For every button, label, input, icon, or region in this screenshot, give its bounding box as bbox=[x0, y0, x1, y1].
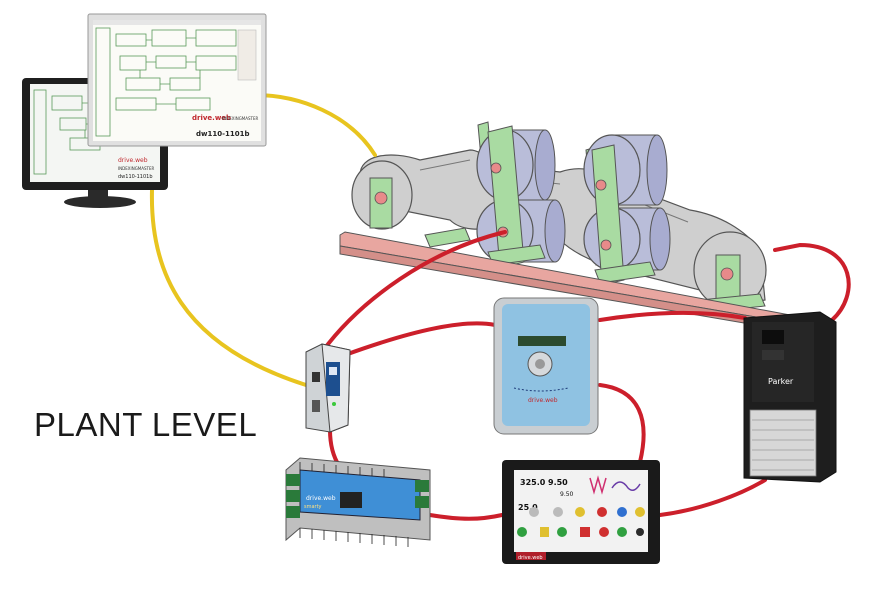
vfd-brand: Parker bbox=[768, 377, 794, 386]
link-controller-to-hmi bbox=[598, 383, 646, 464]
workstation-monitor-front: drive.web INDEXINGMASTER dw110-1101b bbox=[87, 13, 267, 147]
link-hmi-to-vfd bbox=[658, 478, 767, 517]
web-roller-machine bbox=[339, 121, 791, 331]
hmi-chart-area bbox=[589, 475, 641, 495]
monitor-front-subtitle: INDEXINGMASTER bbox=[222, 116, 258, 121]
link-gateway-to-roller bbox=[320, 230, 507, 354]
controller-display bbox=[518, 336, 566, 346]
monitor-back-subtitle: INDEXINGMASTER bbox=[118, 166, 154, 171]
io-module-tag: smarty bbox=[304, 504, 322, 510]
ethernet-gateway-device bbox=[305, 343, 351, 433]
hmi-brand: drive.web bbox=[518, 555, 543, 561]
hmi-touch-panel: 325.0 9.50 9.50 25.0 drive.web bbox=[502, 460, 660, 564]
ethernet-links bbox=[149, 93, 377, 387]
hmi-value-2: 9.50 bbox=[548, 478, 568, 487]
ethernet-link-monitor-to-gateway bbox=[149, 188, 308, 387]
controller-brand: drive.web bbox=[528, 397, 558, 404]
io-module-brand: drive.web bbox=[306, 495, 336, 502]
hmi-indicator-row-1 bbox=[529, 507, 645, 517]
vfd-display bbox=[762, 330, 784, 344]
monitor-back-stand bbox=[64, 196, 136, 208]
monitor-front-brand: drive.web bbox=[192, 114, 231, 122]
link-io-to-hmi bbox=[428, 513, 504, 521]
hmi-value-3: 25.0 bbox=[518, 503, 538, 512]
ethernet-link-monitor-to-machine bbox=[253, 93, 377, 157]
link-vfd-to-machine bbox=[773, 242, 851, 322]
hmi-value-4: 9.50 bbox=[560, 491, 574, 498]
link-controller-to-vfd bbox=[598, 310, 747, 322]
hmi-indicator-row-2 bbox=[517, 527, 644, 537]
variable-frequency-drive: Parker bbox=[743, 311, 837, 483]
drive-controller-unit: drive.web bbox=[493, 297, 599, 435]
monitor-back-brand: drive.web bbox=[118, 157, 148, 164]
monitor-front-model: dw110-1101b bbox=[196, 130, 250, 138]
link-gateway-to-controller bbox=[343, 321, 497, 357]
hmi-value-1: 325.0 bbox=[520, 478, 546, 487]
monitor-back-model: dw110-1101b bbox=[118, 174, 153, 180]
io-module: drive.web smarty bbox=[285, 457, 431, 547]
plant-level-label: PLANT LEVEL bbox=[34, 406, 258, 443]
